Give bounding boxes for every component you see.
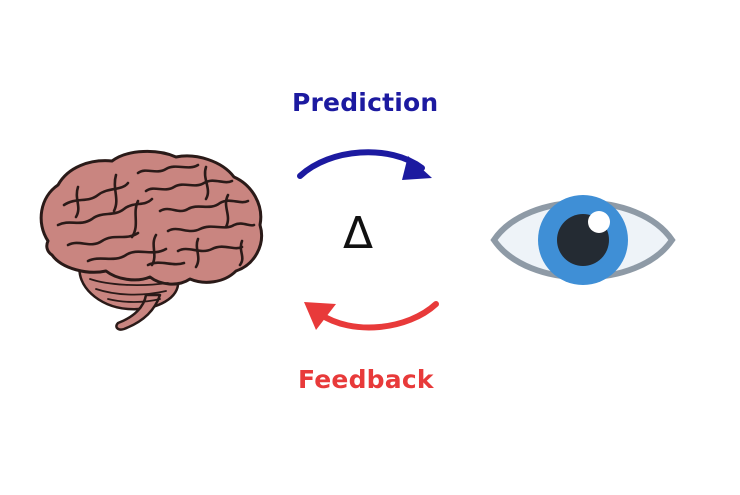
- prediction-arrow: [297, 149, 432, 180]
- eye-icon: [490, 195, 676, 285]
- feedback-label: Feedback: [298, 365, 434, 394]
- feedback-arrow: [304, 301, 439, 331]
- prediction-label: Prediction: [292, 88, 439, 117]
- arrow-right-curved-icon: [402, 156, 432, 180]
- arrow-left-curved-icon: [304, 302, 336, 330]
- brain-icon: [39, 149, 263, 331]
- eye-highlight: [588, 211, 610, 233]
- delta-symbol: Δ: [343, 208, 374, 259]
